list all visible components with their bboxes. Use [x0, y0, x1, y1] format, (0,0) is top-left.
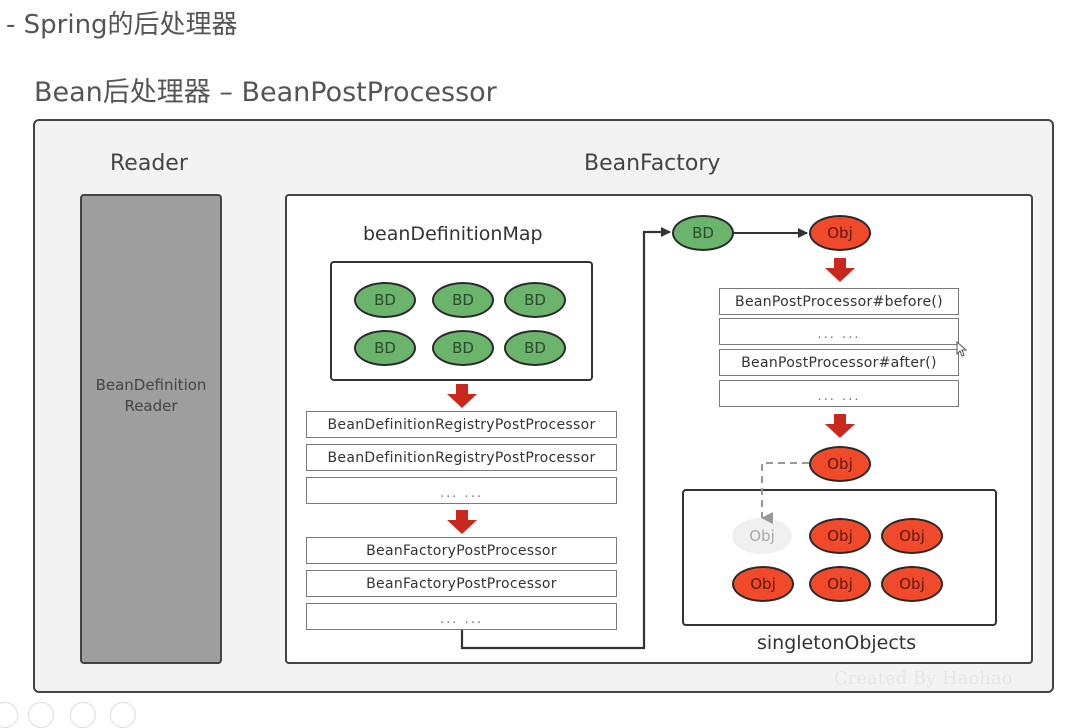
bd-node: BD: [504, 282, 566, 318]
dashed-store-arrow: [761, 462, 809, 524]
singleton-objects-box: [682, 489, 997, 626]
registry-post-processor-ellipsis: ... ...: [306, 477, 617, 504]
bean-definition-map-label: beanDefinitionMap: [363, 223, 543, 245]
bd-node: BD: [432, 330, 494, 366]
singleton-obj-node: Obj: [881, 566, 943, 602]
red-down-arrow-icon: [825, 414, 855, 438]
singleton-obj-node: Obj: [809, 566, 871, 602]
singleton-objects-label: singletonObjects: [757, 632, 917, 654]
factory-post-processor-row: BeanFactoryPostProcessor: [306, 537, 617, 564]
watermark: Created By Haohao: [834, 668, 1013, 689]
bd-node: BD: [432, 282, 494, 318]
flow-bd-node: BD: [672, 215, 734, 251]
singleton-obj-node: Obj: [881, 518, 943, 554]
more-icon[interactable]: [110, 702, 136, 728]
bd-node: BD: [354, 330, 416, 366]
factory-post-processor-ellipsis: ... ...: [306, 603, 617, 630]
connector-layer: [447, 227, 968, 650]
reader-label: Reader: [110, 151, 188, 176]
bean-post-processor-ellipsis: ... ...: [719, 380, 959, 407]
result-obj-node: Obj: [809, 446, 871, 482]
flow-connector-line: [460, 227, 671, 650]
zoom-icon[interactable]: [70, 702, 96, 728]
grid-icon[interactable]: [28, 702, 54, 728]
red-down-arrow-icon: [825, 258, 855, 282]
singleton-obj-node: Obj: [732, 566, 794, 602]
bd-node: BD: [504, 330, 566, 366]
red-down-arrow-icon: [447, 384, 477, 408]
factory-post-processor-row: BeanFactoryPostProcessor: [306, 570, 617, 597]
slide-title: - Spring的后处理器: [6, 10, 238, 40]
slide-subtitle: Bean后处理器 – BeanPostProcessor: [34, 77, 497, 108]
bean-post-processor-ellipsis: ... ...: [719, 318, 959, 345]
flow-obj-node: Obj: [809, 215, 871, 251]
singleton-obj-node: Obj: [809, 518, 871, 554]
registry-post-processor-row: BeanDefinitionRegistryPostProcessor: [306, 444, 617, 471]
bean-definition-reader-box: BeanDefinitionReader: [80, 194, 222, 664]
bean-factory-label: BeanFactory: [584, 151, 721, 176]
bean-post-processor-after: BeanPostProcessor#after(): [719, 349, 959, 376]
registry-post-processor-row: BeanDefinitionRegistryPostProcessor: [306, 411, 617, 438]
bean-definition-reader-text: BeanDefinitionReader: [95, 376, 207, 415]
pending-obj-node: Obj: [732, 518, 792, 554]
red-down-arrow-icon: [447, 510, 477, 534]
bd-node: BD: [354, 282, 416, 318]
mouse-cursor-icon: [956, 340, 968, 357]
bean-post-processor-before: BeanPostProcessor#before(): [719, 288, 959, 315]
